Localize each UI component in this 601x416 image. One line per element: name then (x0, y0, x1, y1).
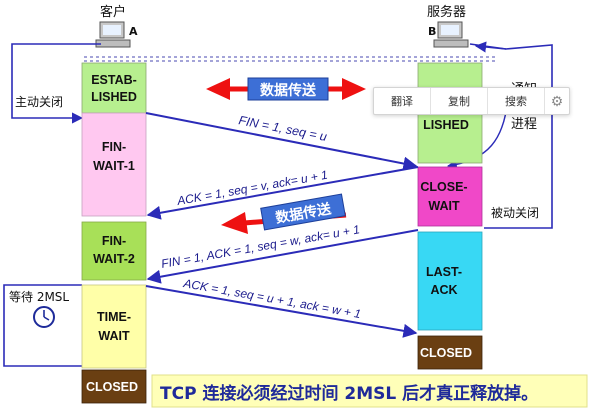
clock-icon (33, 306, 55, 328)
state-label: WAIT (428, 199, 460, 213)
server-host: 服务器 B (427, 4, 469, 48)
banner-text: TCP 连接必须经过时间 2MSL 后才真正释放掉。 (160, 383, 538, 404)
active-close-bracket: 主动关闭 (11, 43, 101, 124)
server-state-closed: CLOSED (417, 335, 483, 370)
client-label: 客户 (100, 4, 126, 20)
client-state-fin-wait-1: FIN- WAIT-1 (81, 112, 147, 217)
wait-2msl-bracket: 等待 2MSL (3, 284, 82, 367)
client-computer-icon (95, 21, 131, 48)
state-label: CLOSED (420, 346, 472, 360)
state-box (417, 166, 483, 227)
state-label: WAIT-1 (93, 159, 135, 173)
state-label: LISHED (423, 118, 469, 132)
state-label: LAST- (426, 265, 462, 279)
copy-button[interactable]: 复制 (431, 88, 488, 114)
state-label: TIME- (97, 310, 131, 324)
state-box (81, 221, 147, 281)
text-selection-toolbar: 翻译 复制 搜索 ⚙ (373, 87, 570, 115)
state-box (81, 112, 147, 217)
state-label: WAIT (98, 329, 130, 343)
server-state-last-ack: LAST- ACK (417, 231, 483, 331)
state-label: ACK (430, 283, 457, 297)
state-box (81, 369, 147, 404)
client-state-established: ESTAB- LISHED (81, 62, 147, 114)
state-box (417, 335, 483, 370)
server-id: B (428, 25, 436, 38)
data-transfer-label: 数据传送 (260, 82, 317, 99)
wait-2msl-label: 等待 2MSL (9, 290, 69, 304)
client-state-time-wait: TIME- WAIT (81, 284, 147, 369)
state-label: LISHED (91, 90, 137, 104)
client-id: A (129, 25, 138, 38)
state-label: WAIT-2 (93, 252, 135, 266)
message-label: ACK = 1, seq = u + 1, ack = w + 1 (181, 276, 361, 321)
client-state-fin-wait-2: FIN- WAIT-2 (81, 221, 147, 281)
data-transfer-bidirectional: 数据传送 (206, 77, 366, 101)
client-host: 客户 A (95, 4, 138, 48)
server-computer-icon (433, 21, 469, 48)
translate-button[interactable]: 翻译 (374, 88, 431, 114)
state-label: FIN- (102, 140, 126, 154)
state-label: ESTAB- (91, 73, 137, 87)
gear-icon[interactable]: ⚙ (545, 88, 569, 114)
message-fin-ack: FIN = 1, ACK = 1, seq = w, ack= u + 1 (146, 222, 419, 284)
active-close-label: 主动关闭 (15, 95, 63, 109)
client-state-closed: CLOSED (81, 369, 147, 404)
state-box (417, 231, 483, 331)
state-box (81, 62, 147, 114)
bottom-banner: TCP 连接必须经过时间 2MSL 后才真正释放掉。 (151, 374, 588, 408)
server-state-close-wait: CLOSE- WAIT (417, 166, 483, 227)
state-label: CLOSE- (420, 180, 467, 194)
message-ack-2: ACK = 1, seq = u + 1, ack = w + 1 (145, 276, 418, 338)
state-label: FIN- (102, 234, 126, 248)
state-label: CLOSED (86, 380, 138, 394)
server-label: 服务器 (427, 4, 466, 20)
state-box (81, 284, 147, 369)
process-label: 进程 (511, 117, 537, 132)
search-button[interactable]: 搜索 (488, 88, 545, 114)
passive-close-label: 被动关闭 (491, 206, 539, 220)
message-fin: FIN = 1, seq = u (145, 112, 418, 171)
